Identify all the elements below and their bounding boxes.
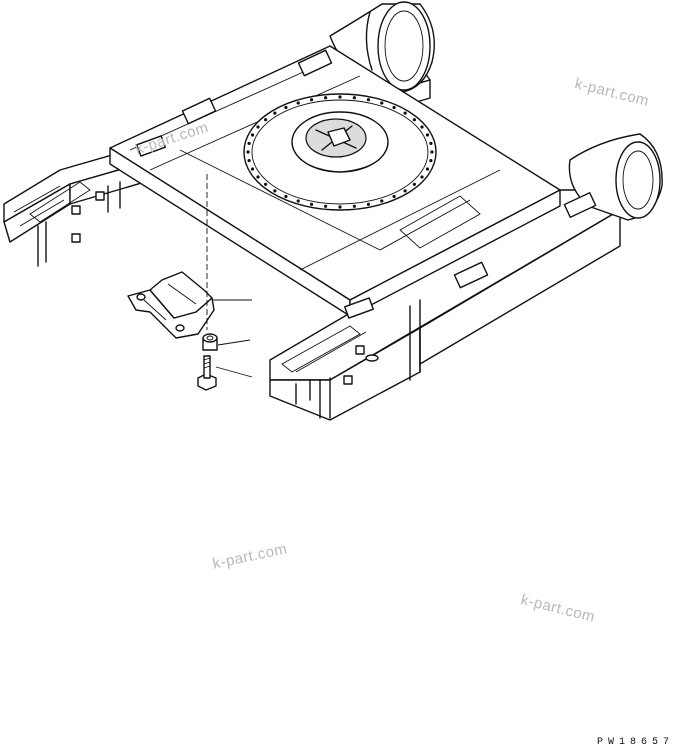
leader-line-collar <box>217 339 251 346</box>
bolt-hole <box>392 194 396 199</box>
bolt-hole <box>420 125 424 129</box>
bolt-hole <box>247 141 251 145</box>
bolt-hole <box>264 118 268 122</box>
bolt-hole <box>352 204 356 208</box>
bolt-hole <box>256 125 260 129</box>
front-track-frame <box>269 189 621 421</box>
bolt-hole <box>412 182 416 186</box>
bolt-hole <box>324 96 328 100</box>
bolt-hole <box>296 101 300 105</box>
bolt-hole <box>284 105 288 110</box>
bolt-hole <box>264 182 268 186</box>
bolt-hole <box>324 204 328 208</box>
bolt-hole <box>380 199 384 203</box>
bolt-hole <box>273 189 277 193</box>
exploded-bracket <box>127 271 215 339</box>
bolt-hole <box>310 98 314 102</box>
leader-line-bolt <box>215 366 253 378</box>
bolt-hole <box>247 159 251 163</box>
leader-lines <box>212 299 253 378</box>
front-sprocket-housing <box>568 133 663 221</box>
bolt-hole <box>403 111 407 115</box>
bolt-hole <box>420 175 424 179</box>
bolt-hole <box>366 202 370 206</box>
swing-circle <box>243 93 437 211</box>
bolt-hole <box>430 150 434 154</box>
bolt-hole <box>403 189 407 193</box>
bolt-hole <box>412 118 416 122</box>
bolt-hole <box>250 133 255 137</box>
bolt-hole <box>246 150 250 154</box>
swing-circle-bolt-holes <box>246 95 434 209</box>
bolt-hole <box>425 167 430 171</box>
bolt-hole <box>429 159 433 163</box>
exploded-collar <box>202 333 218 351</box>
bolt-hole <box>273 111 277 115</box>
bolt-hole <box>429 141 433 145</box>
bolt-hole <box>366 98 370 102</box>
bolt-hole <box>256 175 260 179</box>
drawing-code: PW18657 <box>596 737 674 748</box>
bolt-hole <box>380 101 384 105</box>
exploded-bolt <box>197 355 217 391</box>
bolt-hole <box>310 202 314 206</box>
bolt-hole <box>352 96 356 100</box>
bolt-hole <box>284 194 288 199</box>
bolt-hole <box>250 167 255 171</box>
bolt-hole <box>392 105 396 110</box>
bolt-hole <box>338 95 342 99</box>
bolt-hole <box>296 199 300 203</box>
bolt-hole <box>425 133 430 137</box>
bolt-hole <box>338 205 342 209</box>
